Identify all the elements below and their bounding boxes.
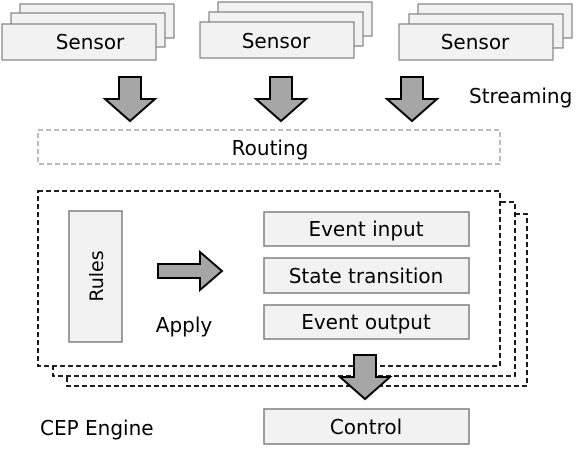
control-box xyxy=(263,408,470,445)
streaming-arrow-3 xyxy=(384,76,440,123)
state-transition-label: State transition xyxy=(289,264,444,288)
sensor-label-2: Sensor xyxy=(242,29,311,53)
cep-engine-label: CEP Engine xyxy=(40,416,154,440)
routing-label: Routing xyxy=(232,136,309,160)
apply-label: Apply xyxy=(156,313,213,337)
apply-arrow xyxy=(157,249,224,293)
event-input-box xyxy=(263,211,470,247)
state-transition-box xyxy=(263,257,470,294)
control-arrow xyxy=(337,354,393,401)
sensor-group-3: Sensor xyxy=(398,3,573,61)
rules-box xyxy=(68,210,123,343)
event-output-label: Event output xyxy=(301,310,431,334)
rules-label: Rules xyxy=(86,250,108,301)
streaming-arrow-1 xyxy=(102,76,158,123)
sensor-label-1: Sensor xyxy=(56,30,125,54)
streaming-label: Streaming xyxy=(469,84,572,108)
control-label: Control xyxy=(330,415,402,439)
sensor-group-2: Sensor xyxy=(199,1,373,59)
sensor-label-3: Sensor xyxy=(441,30,510,54)
streaming-arrow-2 xyxy=(253,76,309,123)
sensor-group-1: Sensor xyxy=(1,3,175,61)
event-input-label: Event input xyxy=(308,217,423,241)
event-output-box xyxy=(263,304,470,340)
